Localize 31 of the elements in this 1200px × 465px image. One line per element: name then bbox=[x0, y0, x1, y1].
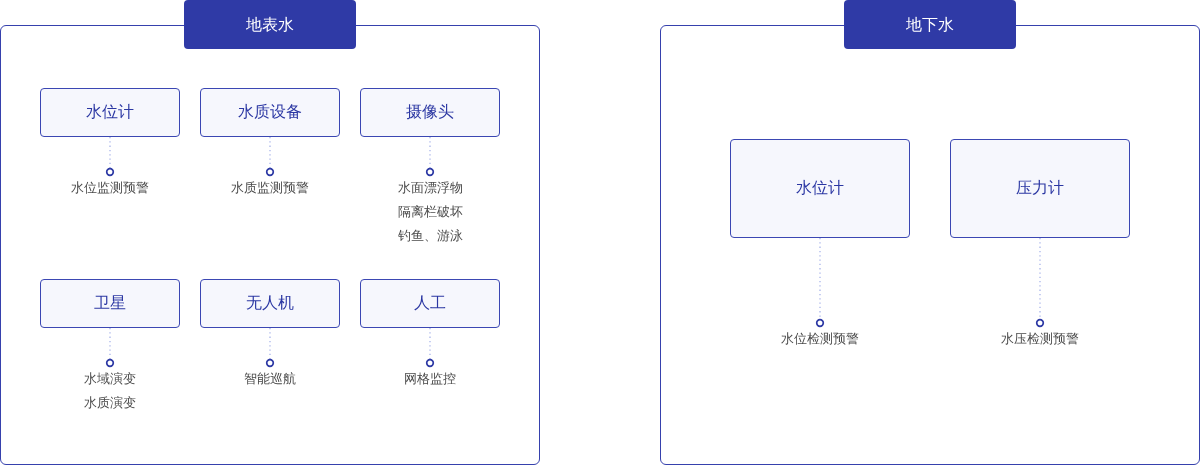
device-box: 卫星 bbox=[40, 279, 180, 328]
caption-text: 水位监测预警 bbox=[71, 176, 149, 200]
leader-line bbox=[265, 327, 275, 368]
caption-text: 钓鱼、游泳 bbox=[397, 227, 463, 245]
leader-line bbox=[265, 136, 275, 177]
device-box: 水质设备 bbox=[200, 88, 340, 137]
section-panel bbox=[660, 0, 1200, 465]
leader-line bbox=[105, 136, 115, 177]
leader-line bbox=[1035, 237, 1045, 328]
device-box: 水位计 bbox=[40, 88, 180, 137]
device-box: 人工 bbox=[360, 279, 500, 328]
leader-line bbox=[425, 327, 435, 368]
section-panel bbox=[0, 0, 540, 465]
panel-title-tab: 地下水 bbox=[844, 0, 1016, 49]
caption-text: 水面漂浮物 bbox=[397, 179, 463, 197]
caption-text: 智能巡航 bbox=[244, 367, 296, 391]
leader-line bbox=[425, 136, 435, 177]
caption-text: 水压检测预警 bbox=[1001, 327, 1079, 351]
device-box: 无人机 bbox=[200, 279, 340, 328]
device-box: 摄像头 bbox=[360, 88, 500, 137]
panel-title-tab: 地表水 bbox=[184, 0, 356, 49]
leader-line bbox=[105, 327, 115, 368]
device-box: 压力计 bbox=[950, 139, 1130, 238]
caption-text: 水位检测预警 bbox=[781, 327, 859, 351]
caption-text: 水质演变 bbox=[84, 394, 136, 412]
leader-line bbox=[815, 237, 825, 328]
device-box: 水位计 bbox=[730, 139, 910, 238]
caption-text: 网格监控 bbox=[404, 367, 456, 391]
caption-text: 隔离栏破坏 bbox=[397, 203, 463, 221]
caption-text: 水质监测预警 bbox=[231, 176, 309, 200]
caption-text: 水域演变 bbox=[84, 370, 136, 388]
